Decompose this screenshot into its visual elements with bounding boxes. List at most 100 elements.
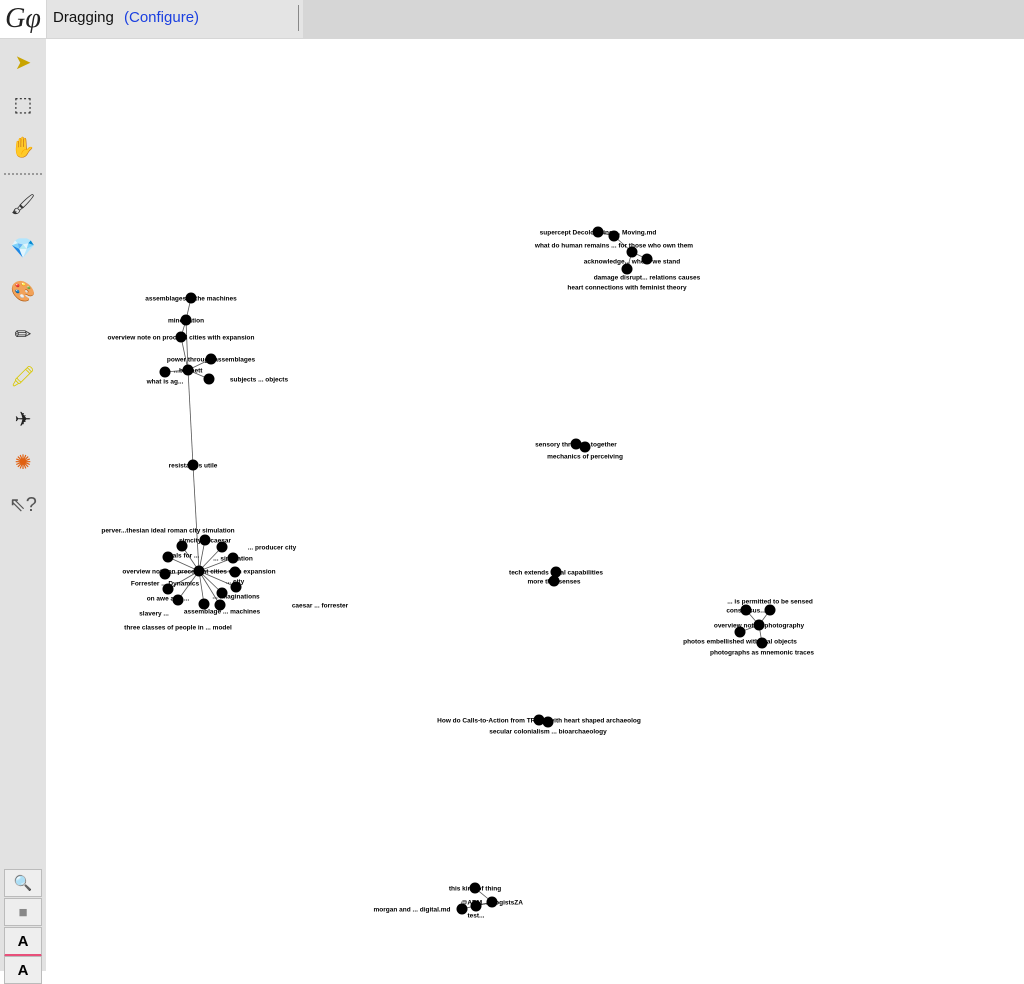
graph-edge [198, 570, 237, 588]
node-label: mine...ation [168, 318, 204, 325]
graph-node[interactable] [469, 882, 481, 894]
node-label: ... city [226, 579, 245, 586]
node-label: power through assemblages [167, 357, 256, 364]
graph-node[interactable] [205, 353, 217, 365]
graph-node[interactable] [203, 373, 215, 385]
graph-node[interactable] [641, 253, 653, 265]
graph-node[interactable] [621, 263, 633, 275]
graph-edge [198, 546, 223, 572]
graph-node[interactable] [193, 565, 205, 577]
node-label: this kind of thing [449, 886, 501, 893]
rectangle-select-icon[interactable]: ⬚ [13, 93, 33, 116]
node-label: sensory thread ... together [535, 442, 617, 449]
configure-link[interactable]: (Configure) [124, 9, 200, 26]
zoom-center-icon[interactable]: 🔍 [4, 869, 42, 897]
graph-node[interactable] [548, 575, 560, 587]
color-painter-icon[interactable]: 🎨 [10, 280, 36, 303]
graph-node[interactable] [542, 716, 554, 728]
graph-node[interactable] [570, 438, 582, 450]
active-tool-name: Dragging [53, 9, 114, 26]
graph-node[interactable] [176, 540, 188, 552]
node-label: secular colonialism ... bioarchaeology [489, 729, 607, 736]
graph-edge [198, 570, 205, 605]
node-label: assemblage ... machines [184, 609, 261, 616]
graph-node[interactable] [227, 552, 239, 564]
node-label: heart connections with feminist theory [567, 285, 687, 292]
graph-node[interactable] [185, 292, 197, 304]
graph-node[interactable] [734, 626, 746, 638]
node-label: ...bennett [174, 368, 204, 375]
graph-node[interactable] [162, 583, 174, 595]
graph-node[interactable] [579, 441, 591, 453]
graph-node[interactable] [180, 314, 192, 326]
node-label: morgan and ... digital.md [374, 907, 451, 914]
graph-node[interactable] [456, 903, 468, 915]
graph-node[interactable] [172, 594, 184, 606]
tool-panel: Dragging (Configure) [47, 0, 303, 38]
graph-node[interactable] [592, 226, 604, 238]
node-label: How do Calls-to-Action from TRC ... with… [437, 718, 641, 725]
node-label: overview note on proc...al cities with e… [107, 335, 254, 342]
highlighter-icon[interactable]: 🖍 [10, 365, 36, 388]
graph-node[interactable] [740, 604, 752, 616]
airplane-icon[interactable]: ✈ [14, 408, 32, 431]
node-label: mechanics of perceiving [547, 454, 623, 461]
graph-node[interactable] [159, 568, 171, 580]
graph-node[interactable] [626, 246, 638, 258]
brush-icon[interactable]: 🖌 [10, 193, 36, 216]
drag-hand-icon[interactable]: ✋ [10, 136, 36, 159]
graph-node[interactable] [229, 566, 241, 578]
graph-node[interactable] [182, 364, 194, 376]
graph-edge [192, 464, 200, 572]
node-label: @ARM... ologistsZA [461, 900, 523, 907]
graph-node[interactable] [159, 366, 171, 378]
pencil-icon[interactable]: ✏ [14, 323, 32, 346]
node-label: resista... is utile [169, 463, 218, 470]
label-color-icon[interactable]: A [4, 927, 42, 957]
graph-node[interactable] [214, 599, 226, 611]
graph-node[interactable] [764, 604, 776, 616]
node-label: ... is permitted to be sensed [727, 599, 813, 606]
diamond-icon[interactable]: 💎 [10, 237, 36, 260]
node-label: Forrester ... Dynamics [131, 581, 200, 588]
graph-edge [187, 369, 194, 466]
graph-node[interactable] [162, 551, 174, 563]
graph-node[interactable] [230, 581, 242, 593]
graph-node[interactable] [175, 331, 187, 343]
label-size-icon[interactable]: A [4, 956, 42, 984]
graph-node[interactable] [216, 541, 228, 553]
graph-node[interactable] [198, 598, 210, 610]
graph-node[interactable] [187, 459, 199, 471]
select-arrow-icon[interactable]: ➤ [14, 51, 32, 74]
node-label: acknowledge... where we stand [584, 259, 680, 266]
graph-svg[interactable]: assemblages ... the machinesmine...ation… [46, 39, 1024, 971]
node-label: three classes of people in ... model [124, 625, 232, 632]
graph-node[interactable] [756, 637, 768, 649]
graph-edge [167, 556, 200, 572]
help-cursor-icon[interactable]: ⇖? [9, 493, 37, 516]
node-label: what do human remains ... for those who … [534, 243, 693, 250]
node-label: supercept Decolonizing ... Moving.md [540, 230, 657, 237]
gephi-logo: Gφ [0, 0, 46, 38]
node-label: photos embellished with real objects [683, 639, 797, 646]
graph-edge [180, 336, 189, 371]
node-label: overview note... photography [714, 623, 805, 630]
graph-node[interactable] [608, 230, 620, 242]
node-label: ... producer city [248, 545, 297, 552]
node-label: caesar ... forrester [292, 603, 349, 610]
graph-node[interactable] [216, 587, 228, 599]
graph-node[interactable] [550, 566, 562, 578]
node-label: on awe and ... [147, 596, 190, 603]
node-label: slavery ... [139, 611, 169, 618]
graph-node[interactable] [199, 534, 211, 546]
graph-node[interactable] [486, 896, 498, 908]
graph-edge [167, 570, 200, 590]
graph-node[interactable] [470, 900, 482, 912]
graph-node[interactable] [753, 619, 765, 631]
node-label: goals for ... [165, 553, 200, 560]
node-color-icon[interactable]: ■ [4, 898, 42, 926]
sun-icon[interactable]: ✺ [14, 451, 32, 474]
graph-node[interactable] [533, 714, 545, 726]
